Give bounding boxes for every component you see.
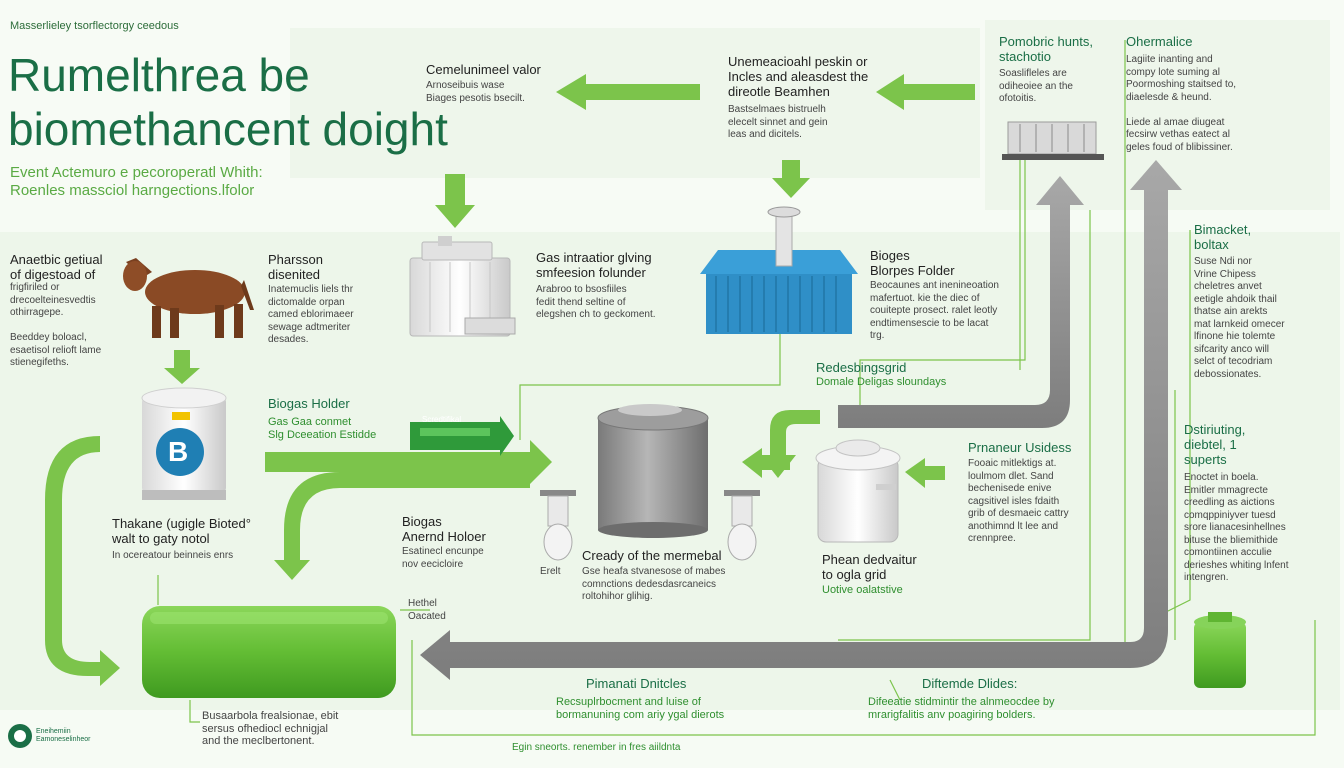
gray-arrow-up <box>838 176 1084 428</box>
node-cready-title: Cready of the mermebal <box>582 548 722 563</box>
node-biomacket-desc: Suse Ndi nor Vrine Chipess cheletres anv… <box>1194 256 1285 380</box>
connector-lines <box>157 40 1316 736</box>
node-thakane-title: Thakane (ugigle Bioted° walt to gaty not… <box>112 516 251 546</box>
arrow-left-top-1 <box>556 74 700 110</box>
top-arrows <box>164 74 975 384</box>
node-anaerobic-desc: frigfiriled or drecoelteinesvedtis othir… <box>10 282 102 368</box>
arrow-right-mid <box>265 440 552 484</box>
node-diftemde-title: Diftemde Dlides: <box>922 676 1018 691</box>
node-pomobric-desc: Soaslifleles are odiheoiee an the ofotoi… <box>999 68 1073 104</box>
page-title-line1: Rumelthrea be <box>8 49 310 101</box>
gray-arrows <box>420 160 1182 680</box>
flow-arrows <box>45 410 945 686</box>
node-distributing-title: Dstiriuting, diebtel, 1 superts <box>1184 422 1246 467</box>
arrow-curve-mid <box>274 472 530 580</box>
green-storage-tank <box>142 606 396 698</box>
node-anaerobic-title: Anaetbic getiual of digestoad of <box>10 252 103 282</box>
digester-tank <box>141 387 227 500</box>
node-diftemde-desc: Difeeatie stidmintir the alnmeocdee by m… <box>868 696 1055 721</box>
node-bioges-folder-title: Bioges Blorpes Folder <box>870 248 955 278</box>
arrow-down-1 <box>435 174 475 228</box>
pump-left <box>540 490 576 561</box>
node-primaneur-desc: Fooaic mitlektigs at. loulmom dlet. Sand… <box>968 458 1069 544</box>
subtitle-line2: Roenles massciol harngections.lfolor <box>10 182 255 199</box>
node-commercial-desc: Arnoseibuis wase Biages pesotis bsecilt. <box>426 80 525 104</box>
node-phean-desc: Uotive oalatstive <box>822 584 903 596</box>
node-pimanati-desc: Recsuplrbocment and luise of bormanuning… <box>556 696 725 721</box>
green-barrel <box>1194 612 1246 688</box>
node-cready-desc: Gse heafa stvanesose of mabes comnctions… <box>582 566 726 602</box>
footer-note: Egin sneorts. renember in fres aiildnta <box>512 742 681 753</box>
node-pharsson-desc: Inatemuclis liels thr dictomalde orpan c… <box>268 284 354 345</box>
tanker-sign: Scredtifikal <box>422 415 462 424</box>
node-commercial-title: Cemelunimeel valor <box>426 62 541 77</box>
node-pharsson-title: Pharsson disenited <box>268 252 323 282</box>
node-biogas-holder-title: Biogas Holder <box>268 396 350 411</box>
node-hethel-title: Hethel Oacated <box>408 598 446 622</box>
node-thakane-desc: In ocereatour beinneis enrs <box>112 550 234 561</box>
node-unemeacional-desc: Bastselmaes bistruelh elecelt sinnet and… <box>728 104 828 140</box>
node-primaneur-title: Prnaneur Usidess <box>968 440 1072 455</box>
node-phean-title: Phean dedvaitur to ogla grid <box>822 552 917 582</box>
white-pot-tank <box>815 439 901 543</box>
node-ohermalice-title: Ohermalice <box>1126 34 1193 49</box>
digester-badge: B <box>168 436 189 467</box>
header-kicker: Masserlieley tsorflectorgy ceedous <box>10 20 179 32</box>
node-gas-intraction-desc: Arabroo to bsosfiiles fedit thend seltin… <box>536 284 656 320</box>
page-title-line2: biomethancent doight <box>8 103 448 155</box>
logo-mark <box>8 724 32 748</box>
pump-label: Erelt <box>540 566 561 577</box>
arrow-curve-left <box>45 436 120 686</box>
logo-text: Eneihemiin Eamoneselinheor <box>36 728 91 743</box>
node-biogas-annd-desc: Esatinecl encunpe nov eecicloire <box>402 546 484 570</box>
top-process-panel <box>290 28 980 178</box>
pump-right <box>724 490 760 561</box>
node-biogas-holder-desc: Gas Gaa conmet Slg Dceeation Estidde <box>268 416 377 441</box>
node-biogas-annd-title: Biogas Anernd Holoer <box>402 514 486 544</box>
node-bottom-left-desc: Busaarbola frealsionae, ebit sersus ofhe… <box>202 710 339 747</box>
arrow-down-2 <box>772 160 810 198</box>
white-module <box>409 236 516 337</box>
arrow-left-top-2 <box>876 74 975 110</box>
node-distributing-desc: Enoctet in boela. Emitler mmagrecte cree… <box>1184 472 1289 583</box>
node-unemeacional-title: Unemeacioahl peskin or Incles and aleasd… <box>728 54 869 99</box>
node-redesbing-title: Redesbingsgrid <box>816 360 907 375</box>
rooftop-unit <box>1002 121 1104 160</box>
subtitle-line1: Event Actemuro e pecoroperatl Whith: <box>10 164 263 181</box>
node-pomobric-title: Pomobric hunts, stachotio <box>999 34 1093 64</box>
arrow-left-primaneur <box>905 458 945 488</box>
biogas-holder-arrow <box>410 416 514 456</box>
node-pimanati-title: Pimanati Dnitcles <box>586 676 687 691</box>
node-biomacket-title: Bimacket, boltax <box>1194 222 1252 252</box>
node-gas-intraction-title: Gas intraatior glving smfeesion folunder <box>536 250 652 280</box>
gray-cylinder <box>597 404 709 538</box>
arrow-down-cow <box>164 350 200 384</box>
node-ohermalice-desc: Lagiite inanting and compy lote suming a… <box>1126 54 1237 153</box>
blue-building <box>700 206 858 334</box>
node-bioges-folder-desc: Beocaunes ant inenineoation mafertuot. k… <box>870 280 999 341</box>
arrow-left-small <box>742 448 790 478</box>
node-redesbing-desc: Domale Deligas sloundays <box>816 376 947 388</box>
cow-illustration <box>123 258 254 338</box>
